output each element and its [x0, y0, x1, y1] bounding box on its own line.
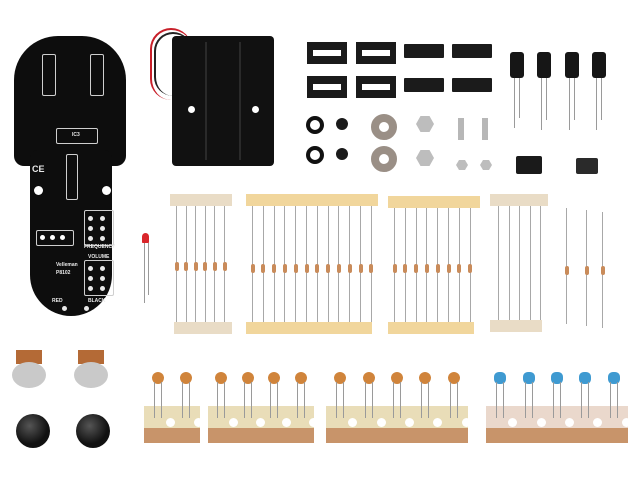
ic-chip: [404, 44, 444, 58]
slide-switch: [576, 158, 598, 174]
resistor: [184, 262, 189, 271]
resistor: [347, 264, 352, 273]
black-wire: [154, 32, 192, 96]
ic-socket: [356, 42, 396, 64]
resistor: [414, 264, 419, 273]
resistor-strip: [490, 194, 548, 336]
ceramic-capacitor: [447, 372, 460, 384]
rubber-washer: [306, 116, 324, 134]
rubber-grommet: [336, 148, 348, 160]
ceramic-capacitor: [522, 372, 535, 384]
ic-chip: [452, 44, 492, 58]
resistor: [293, 264, 298, 273]
ce-mark: CE: [32, 164, 45, 174]
resistor: [203, 262, 208, 271]
resistor: [282, 264, 287, 273]
resistor: [326, 264, 331, 273]
red-led: [142, 233, 149, 243]
ceramic-capacitor: [152, 372, 164, 384]
black-terminal-label: BLACK: [88, 298, 106, 304]
pcb-silkscreen: IC3 CE FREQUENCY VOLUME Velleman P8102 R…: [14, 36, 126, 316]
ceramic-capacitor: [494, 372, 507, 384]
pcb-board-handle: [30, 150, 112, 316]
rubber-grommet: [336, 118, 348, 130]
resistor: [193, 262, 198, 271]
resistor: [457, 264, 462, 273]
ceramic-capacitor: [607, 372, 620, 384]
resistor: [446, 264, 451, 273]
ic-socket: [356, 76, 396, 98]
knob: [16, 414, 50, 448]
resistor: [358, 264, 363, 273]
resistor: [261, 264, 266, 273]
ceramic-capacitor: [294, 372, 307, 384]
red-terminal-label: RED: [52, 298, 63, 304]
resistor: [424, 264, 429, 273]
screw: [458, 118, 464, 140]
resistor: [222, 262, 227, 271]
ceramic-capacitor: [551, 372, 563, 384]
pcb-board-top: [14, 36, 126, 166]
metal-washer: [371, 146, 397, 172]
loose-resistor: [584, 266, 589, 275]
ceramic-capacitor: [419, 372, 432, 384]
ceramic-capacitor: [334, 372, 347, 384]
metal-washer: [371, 114, 397, 140]
battery-holder: [172, 36, 274, 166]
resistor: [392, 264, 397, 273]
audio-jack: [516, 156, 542, 174]
electrolytic-capacitor: [565, 52, 579, 78]
resistor: [174, 262, 179, 271]
resistor-strip: [170, 194, 232, 336]
ic-socket: [307, 42, 347, 64]
ceramic-capacitor: [215, 372, 228, 384]
rubber-washer: [306, 146, 324, 164]
hex-nut: [416, 150, 434, 166]
potentiometer: [74, 346, 108, 388]
small-nut: [480, 160, 492, 170]
resistor: [403, 264, 408, 273]
electrolytic-capacitor: [537, 52, 551, 78]
small-nut: [456, 160, 468, 170]
ceramic-capacitor: [241, 372, 254, 384]
resistor-strip: [388, 196, 480, 338]
hex-nut: [416, 116, 434, 132]
resistor: [315, 264, 320, 273]
potentiometer: [12, 346, 46, 388]
electrolytic-capacitor: [510, 52, 524, 78]
ceramic-capacitor: [180, 372, 192, 384]
resistor: [250, 264, 255, 273]
electrolytic-capacitor: [592, 52, 606, 78]
resistor: [212, 262, 217, 271]
ic-chip: [452, 78, 492, 92]
resistor-strip: [246, 194, 378, 336]
resistor: [272, 264, 277, 273]
brand-label: Velleman: [56, 262, 78, 268]
resistor: [435, 264, 440, 273]
ceramic-capacitor: [391, 372, 403, 384]
resistor: [369, 264, 374, 273]
frequency-label: FREQUENCY: [84, 244, 116, 250]
red-wire: [150, 28, 192, 100]
ceramic-capacitor: [362, 372, 375, 384]
resistor: [304, 264, 309, 273]
ic-socket: [307, 76, 347, 98]
screw: [482, 118, 488, 140]
knob: [76, 414, 110, 448]
ceramic-capacitor: [268, 372, 281, 384]
loose-resistor: [600, 266, 605, 275]
volume-label: VOLUME: [88, 254, 110, 260]
model-label: P8102: [56, 270, 71, 276]
resistor: [468, 264, 473, 273]
resistor: [336, 264, 341, 273]
ceramic-capacitor: [579, 372, 592, 384]
ic-chip: [404, 78, 444, 92]
pcb-ic-label: IC3: [72, 132, 80, 138]
loose-resistor: [564, 266, 569, 275]
